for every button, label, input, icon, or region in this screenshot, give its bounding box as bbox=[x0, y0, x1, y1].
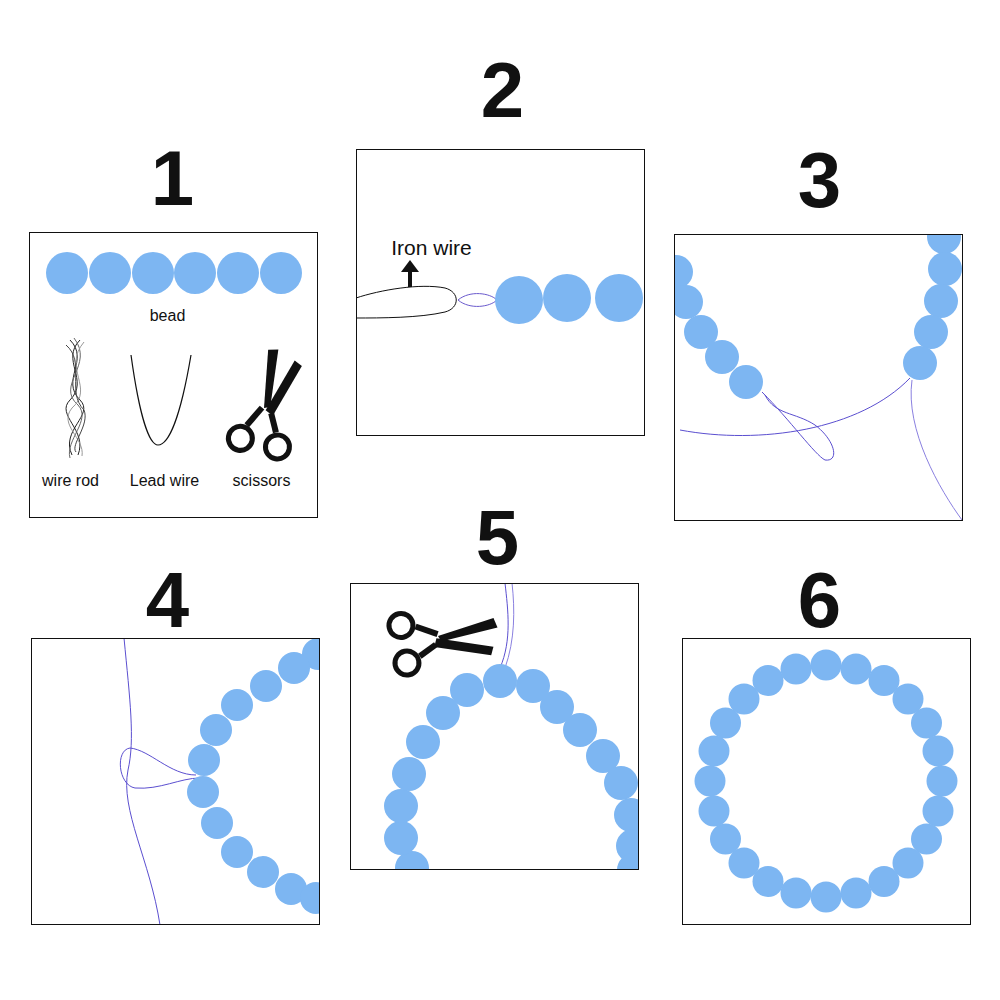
step-number: 6 bbox=[798, 561, 841, 639]
step-number: 3 bbox=[798, 141, 841, 219]
part-label: Lead wire bbox=[130, 473, 199, 489]
bead-row bbox=[46, 252, 302, 294]
step-number: 1 bbox=[151, 139, 194, 217]
lead-wire bbox=[131, 355, 191, 445]
step-panel: 5 bbox=[350, 583, 639, 870]
step-panel: 2Iron wire bbox=[356, 149, 645, 436]
knotting-step bbox=[120, 638, 320, 925]
step-panel: 4 bbox=[31, 638, 320, 925]
step-number: 4 bbox=[146, 561, 189, 639]
part-label: bead bbox=[150, 308, 186, 324]
step-number: 5 bbox=[476, 498, 519, 576]
step-number: 2 bbox=[481, 51, 524, 129]
wire-rod bbox=[66, 338, 85, 458]
step-panel: 6 bbox=[682, 638, 971, 925]
stringing-step bbox=[674, 234, 962, 520]
part-label: scissors bbox=[233, 473, 291, 489]
bead-row bbox=[495, 274, 643, 324]
finished-bracelet bbox=[695, 650, 958, 913]
scissors-icon bbox=[226, 344, 306, 461]
part-label: wire rod bbox=[42, 473, 99, 489]
step-panel: 1beadwire rodLead wirescissors bbox=[29, 232, 318, 518]
iron-wire bbox=[356, 260, 497, 318]
trimming-step bbox=[384, 583, 639, 870]
step-panel: 3 bbox=[674, 234, 963, 521]
part-label: Iron wire bbox=[391, 236, 472, 257]
